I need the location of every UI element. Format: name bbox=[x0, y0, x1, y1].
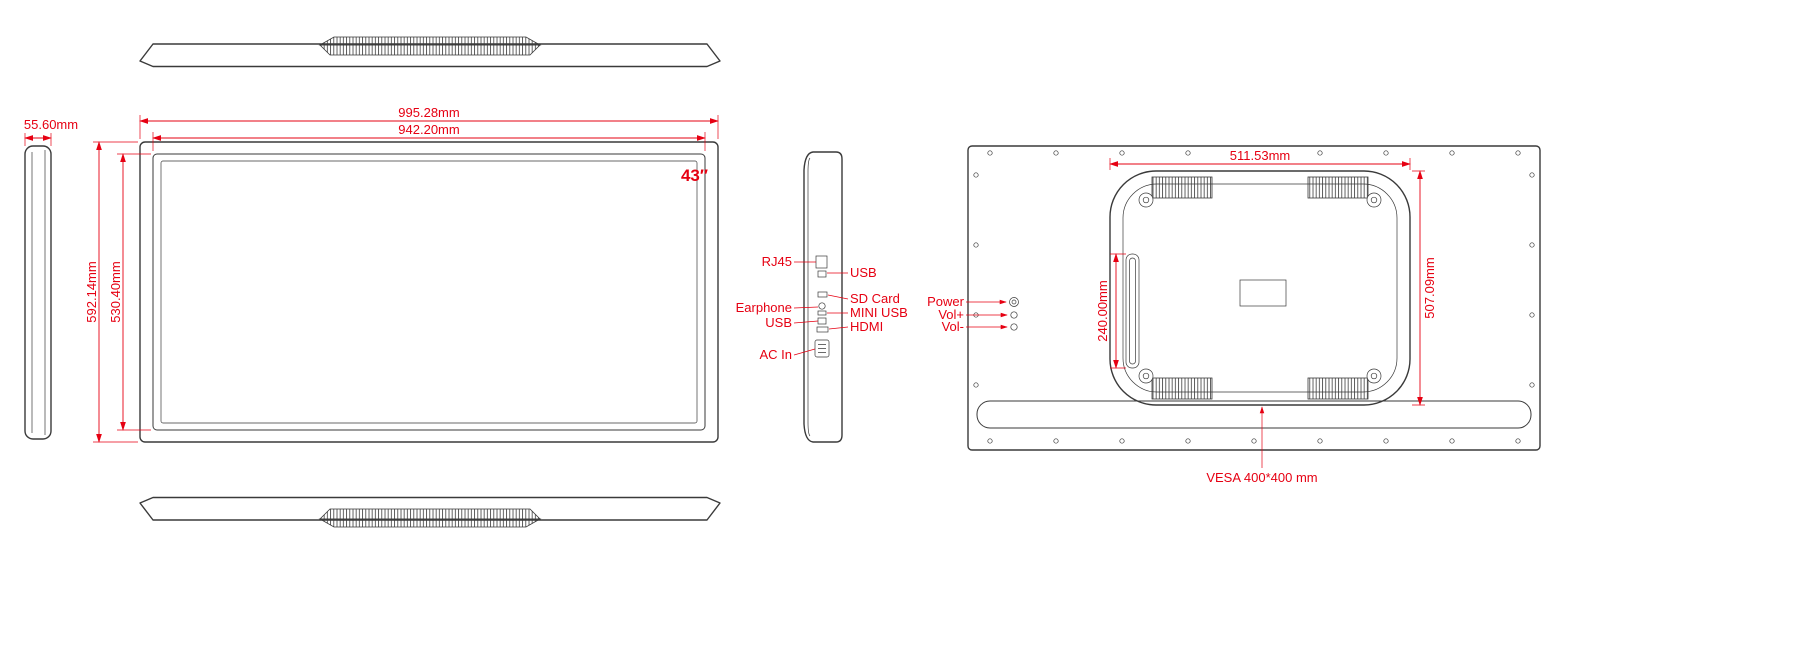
bottom-view bbox=[139, 496, 721, 528]
dim-slot-height: 240.00mm bbox=[1095, 253, 1126, 369]
earphone-jack bbox=[818, 302, 826, 310]
top-vent-grille-inner bbox=[319, 44, 541, 56]
port-connectors bbox=[814, 255, 830, 358]
usb-side-port bbox=[817, 317, 827, 325]
back-label-plate bbox=[1239, 279, 1287, 307]
bottom-view-outline bbox=[139, 496, 721, 521]
sd-card-slot bbox=[817, 291, 828, 298]
vol-down-button bbox=[1010, 323, 1018, 331]
power-label: Power bbox=[927, 294, 965, 309]
vol-down-label: Vol- bbox=[942, 319, 964, 334]
dim-inner-height: 530.40mm bbox=[108, 153, 151, 431]
bottom-vent-grille-inner bbox=[319, 508, 541, 520]
vol-up-label: Vol+ bbox=[938, 307, 964, 322]
vesa-corner-grilles bbox=[1151, 176, 1369, 400]
side-left-contours bbox=[31, 150, 46, 435]
side-ports-outline bbox=[803, 151, 843, 443]
dim-outer-height-label: 592.14mm bbox=[84, 261, 99, 322]
port-label-usb-side: USB bbox=[765, 315, 792, 330]
port-label-ac-in: AC In bbox=[759, 347, 792, 362]
back-outline bbox=[967, 145, 1541, 451]
screw-holes bbox=[973, 150, 1535, 444]
dim-outer-width-label: 995.28mm bbox=[398, 105, 459, 120]
dim-inner-width-label: 942.20mm bbox=[398, 122, 459, 137]
top-view bbox=[139, 36, 721, 68]
dim-inner-width: 942.20mm bbox=[152, 122, 706, 151]
side-ports-contour bbox=[807, 157, 811, 437]
dim-mount-height: 507.09mm bbox=[1412, 170, 1437, 406]
dim-thickness-label: 55.60mm bbox=[24, 117, 78, 132]
dim-inner-height-label: 530.40mm bbox=[108, 261, 123, 322]
dim-outer-width: 995.28mm bbox=[139, 105, 719, 139]
usb-top-port bbox=[817, 270, 827, 278]
port-labels: RJ45 USB Earphone SD Card MINI USB USB H… bbox=[736, 254, 908, 362]
port-label-sd-card: SD Card bbox=[850, 291, 900, 306]
vol-up-button bbox=[1010, 311, 1018, 319]
back-slot bbox=[1125, 253, 1140, 369]
port-label-rj45: RJ45 bbox=[762, 254, 792, 269]
side-view-left: 55.60mm bbox=[24, 117, 78, 440]
port-label-usb-top: USB bbox=[850, 265, 877, 280]
port-label-hdmi: HDMI bbox=[850, 319, 883, 334]
mini-usb-port bbox=[817, 310, 827, 316]
dim-mount-width-label: 511.53mm bbox=[1230, 148, 1290, 163]
back-view: Power Vol+ Vol- 511.53mm 507.09mm 240.00… bbox=[927, 145, 1541, 485]
back-bottom-bar bbox=[976, 400, 1532, 429]
dim-thickness-extensions bbox=[24, 133, 52, 146]
screen-size-label: 43″ bbox=[681, 166, 708, 185]
vesa-plate-outer bbox=[1109, 170, 1411, 406]
dim-slot-height-label: 240.00mm bbox=[1095, 280, 1110, 341]
back-slot-inner bbox=[1129, 257, 1136, 365]
rj45-port bbox=[815, 255, 828, 269]
hdmi-port bbox=[816, 326, 829, 333]
side-view-ports: RJ45 USB Earphone SD Card MINI USB USB H… bbox=[736, 151, 908, 443]
port-label-earphone: Earphone bbox=[736, 300, 792, 315]
front-screen-area bbox=[160, 160, 698, 424]
vesa-plate-inner bbox=[1122, 183, 1398, 393]
vesa-label: VESA 400*400 mm bbox=[1206, 470, 1317, 485]
button-labels: Power Vol+ Vol- bbox=[927, 294, 1008, 334]
side-left-outline bbox=[24, 145, 52, 440]
vesa-annotation: VESA 400*400 mm bbox=[1206, 406, 1318, 485]
front-bezel-line bbox=[152, 153, 706, 431]
top-view-outline bbox=[139, 43, 721, 68]
vesa-mount-screws bbox=[1138, 192, 1382, 384]
side-buttons bbox=[1009, 297, 1019, 331]
port-label-mini-usb: MINI USB bbox=[850, 305, 908, 320]
ac-in-grille bbox=[818, 344, 826, 353]
front-view: 43″ 995.28mm 942.20mm 592.14mm 530.40mm bbox=[84, 105, 719, 443]
dim-mount-width: 511.53mm bbox=[1109, 148, 1411, 170]
dim-mount-height-label: 507.09mm bbox=[1422, 257, 1437, 318]
front-outer-frame bbox=[139, 141, 719, 443]
dim-outer-height: 592.14mm bbox=[84, 141, 138, 443]
power-button bbox=[1009, 297, 1019, 307]
